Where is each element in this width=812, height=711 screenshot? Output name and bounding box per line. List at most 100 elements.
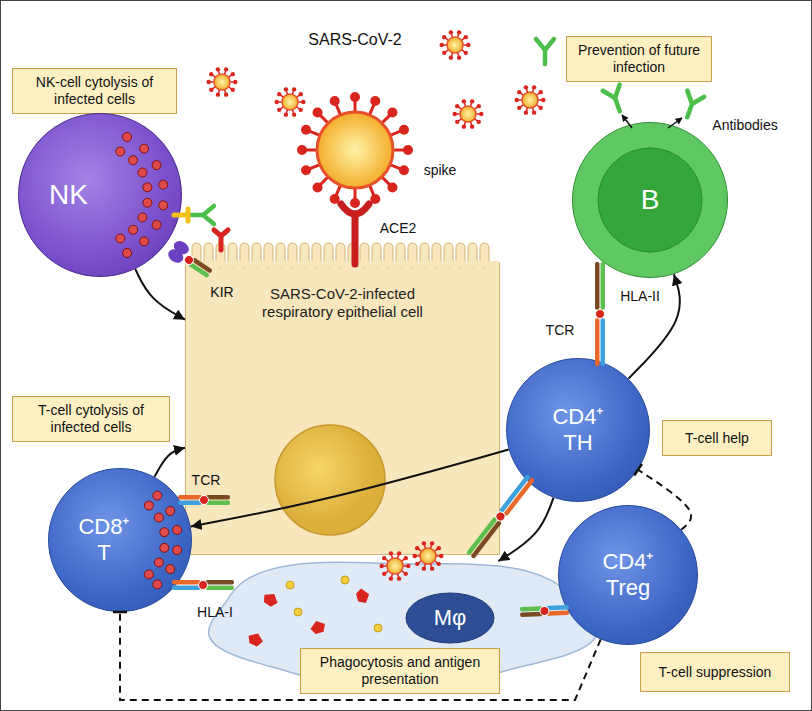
virus-spike xyxy=(403,145,413,155)
virus-spike xyxy=(387,182,397,192)
virus-spike xyxy=(397,551,401,555)
cytotoxic-granule xyxy=(154,513,163,522)
virus-particle xyxy=(412,541,443,571)
hla-molecule xyxy=(601,262,606,310)
cytotoxic-granule xyxy=(173,546,182,555)
virus-particle xyxy=(460,106,476,122)
antigen-fragment xyxy=(374,624,382,632)
virus-spike xyxy=(437,562,441,566)
hla-molecule xyxy=(470,520,502,559)
virus-spike xyxy=(206,80,210,84)
virus-spike xyxy=(382,556,386,560)
suppression-connector xyxy=(120,612,601,700)
cytotoxic-granule xyxy=(116,234,125,243)
hla-molecule xyxy=(520,612,543,617)
virus-spike xyxy=(301,125,311,135)
virus-particle xyxy=(379,551,410,581)
virus-particle xyxy=(387,558,403,574)
virus-spike xyxy=(404,556,408,560)
caption-box: NK-cell cytolysis of infected cells xyxy=(12,68,177,114)
tcr-molecule xyxy=(546,605,569,610)
peptide xyxy=(596,310,605,319)
virus-spike xyxy=(277,92,281,96)
virus-spike xyxy=(389,551,393,555)
caption-text: NK-cell cytolysis of infected cells xyxy=(19,74,170,108)
virus-spike xyxy=(313,182,323,192)
virus-spike xyxy=(437,546,441,550)
virus-spike xyxy=(532,110,536,114)
virus-particle xyxy=(317,112,393,188)
cell-label: CD8⁺ T xyxy=(73,514,135,567)
virus-particle xyxy=(452,99,483,129)
cytotoxic-granule xyxy=(138,213,147,222)
caption-box: Prevention of future infection xyxy=(566,36,712,82)
antigen-fragment xyxy=(353,586,372,605)
antigen-fragment xyxy=(341,576,349,584)
hla-molecule xyxy=(205,586,234,591)
cytotoxic-granule xyxy=(140,237,149,246)
virus-spike xyxy=(399,165,409,175)
virus-spike xyxy=(350,92,360,102)
virus-spike xyxy=(466,43,470,47)
tcr-molecule xyxy=(178,495,202,500)
antibody xyxy=(603,85,628,115)
virus-spike xyxy=(455,104,459,108)
nk-cell: NK xyxy=(18,113,182,277)
cytotoxic-granule xyxy=(152,161,161,170)
cytotoxic-granule xyxy=(166,565,175,574)
part-label: TCR xyxy=(546,322,575,339)
antigen-fragment xyxy=(286,581,294,589)
virus-spike xyxy=(415,562,419,566)
virus-spike xyxy=(209,88,213,92)
virus-particle xyxy=(439,30,470,60)
caption-box: T-cell cytolysis of infected cells xyxy=(12,396,170,442)
arrow-connector xyxy=(191,450,509,527)
virus-spike xyxy=(387,108,397,118)
b-cell-nucleus xyxy=(598,148,702,252)
cytotoxic-granule xyxy=(143,198,152,207)
cytotoxic-granule xyxy=(153,491,162,500)
tcr-molecule xyxy=(595,318,600,366)
hla-molecule xyxy=(520,606,543,611)
secretion-arrow xyxy=(668,118,682,128)
virus-spike xyxy=(404,572,408,576)
cell-label: SARS-CoV-2-infected respiratory epitheli… xyxy=(233,285,453,321)
tcr-molecule xyxy=(172,580,201,585)
virus-spike xyxy=(470,99,474,103)
virus-spike xyxy=(532,85,536,89)
arrow-connector xyxy=(498,498,553,561)
virus-spike xyxy=(439,554,443,558)
virus-spike xyxy=(231,88,235,92)
fc-receptor xyxy=(174,209,188,221)
virus-spike xyxy=(389,576,393,580)
cytotoxic-granule xyxy=(116,147,125,156)
cytotoxic-granule xyxy=(173,525,182,534)
virus-spike xyxy=(231,72,235,76)
virus-spike xyxy=(422,541,426,545)
antibody xyxy=(189,206,214,224)
cytotoxic-granule xyxy=(154,558,163,567)
virus-spike xyxy=(464,51,468,55)
hla-molecule xyxy=(466,517,498,556)
virus-spike xyxy=(313,108,323,118)
virus-spike xyxy=(477,104,481,108)
virus-spike xyxy=(539,90,543,94)
antibody xyxy=(536,39,554,64)
macrophage-outline xyxy=(208,562,597,692)
arrow-connector xyxy=(135,269,185,320)
peptide xyxy=(540,606,549,615)
virus-spike xyxy=(422,566,426,570)
virus-spike xyxy=(301,165,311,175)
virus-particle xyxy=(514,85,545,115)
cytotoxic-granule xyxy=(144,501,153,510)
virus-spike xyxy=(299,108,303,112)
virus-spike xyxy=(470,124,474,128)
virus-spike xyxy=(514,98,518,102)
virus-spike xyxy=(399,125,409,135)
cytotoxic-granule xyxy=(153,580,162,589)
kir-receptor xyxy=(171,238,191,257)
virus-spike xyxy=(442,51,446,55)
virus-spike xyxy=(350,198,360,208)
cytotoxic-granule xyxy=(123,249,132,258)
